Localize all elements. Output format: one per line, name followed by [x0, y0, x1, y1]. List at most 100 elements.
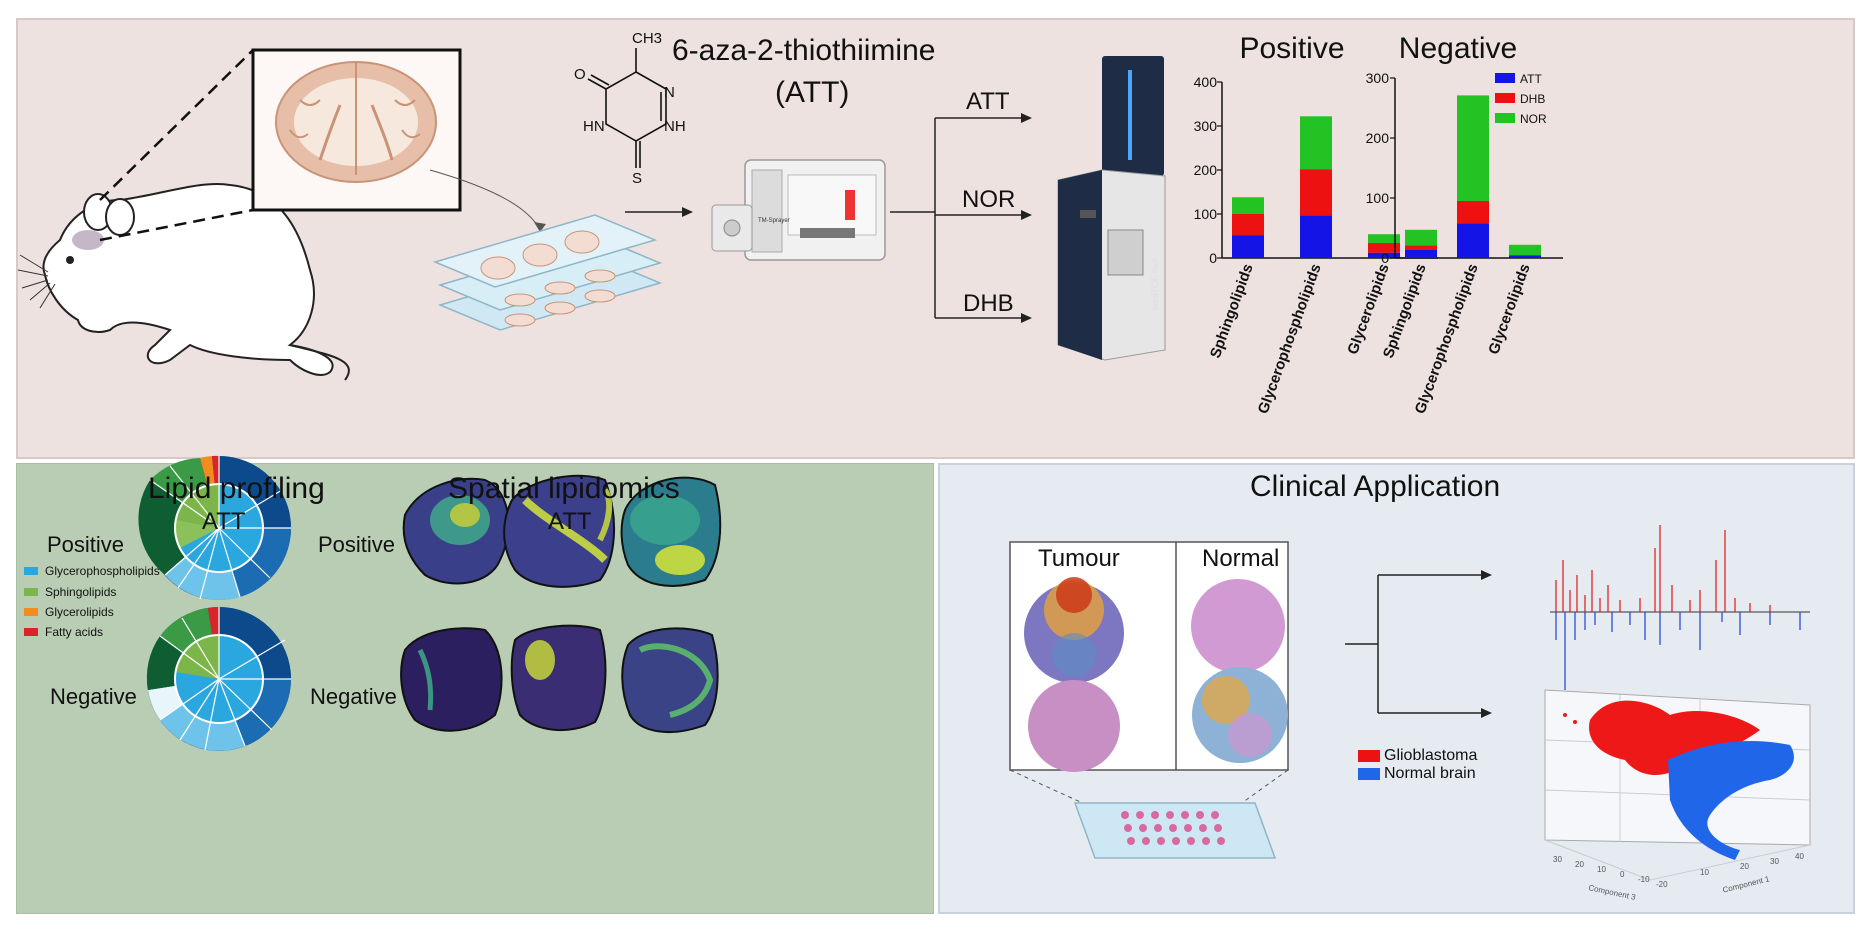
bar-0-2-0 — [1368, 252, 1400, 258]
rat-eye — [66, 256, 74, 264]
rat-brain-highlight — [72, 230, 104, 250]
legend-sphingolipids: Sphingolipids — [45, 585, 117, 599]
lipid-legend-swatches — [24, 567, 38, 636]
atom-n: N — [664, 84, 675, 101]
legend-normal-brain: Normal brain — [1384, 765, 1476, 782]
bar-0-1-2 — [1300, 116, 1332, 170]
scatter-3d — [1544, 689, 1811, 881]
chart-ytick-label-0-1: 100 — [1194, 206, 1218, 222]
chart-ytick-label-0-3: 300 — [1194, 118, 1218, 134]
chart-legend-label-1-1: DHB — [1520, 92, 1545, 106]
legend-fatty-acids: Fatty acids — [45, 625, 104, 639]
row-label-negative-right: Negative — [310, 684, 397, 709]
brain-coronal-section — [275, 61, 437, 183]
scatter-tick-2: 10 — [1597, 865, 1606, 874]
legend-swatches — [1358, 750, 1380, 780]
bar-0-2-2 — [1368, 234, 1400, 244]
bar-1-1-2 — [1457, 95, 1489, 201]
branch-nor: NOR — [962, 186, 1016, 213]
bar-1-1-0 — [1457, 223, 1489, 258]
clinical-branch-arrows — [1345, 574, 1488, 714]
scatter-tick-4: -10 — [1638, 875, 1650, 884]
bar-0-0-1 — [1232, 214, 1264, 236]
branch-arrow-heads — [1021, 113, 1032, 323]
chart-ytick-label-1-0: 0 — [1381, 250, 1389, 266]
clinical-arrow-heads — [1481, 570, 1492, 718]
scatter-tick-8: 30 — [1770, 857, 1779, 866]
spatial-lipidomics-subtitle: ATT — [548, 508, 592, 535]
chart-ytick-label-1-3: 300 — [1366, 70, 1390, 86]
lipid-profiling-title: Lipid profiling — [148, 472, 325, 505]
rat-whiskers — [17, 254, 56, 309]
spatial-highlights — [417, 488, 714, 718]
clinical-title: Clinical Application — [1250, 470, 1501, 503]
branch-att: ATT — [966, 88, 1010, 115]
row-label-negative-left: Negative — [50, 684, 137, 709]
molecule-name: 6-aza-2-thiothiimine — [672, 34, 936, 67]
bar-0-0-2 — [1232, 197, 1264, 214]
tma-slide — [1073, 802, 1277, 859]
chart-legend-label-1-2: NOR — [1520, 112, 1547, 126]
arrow-to-sprayer-head — [682, 207, 693, 217]
chart-title-1: Negative — [1399, 32, 1517, 65]
bar-1-0-2 — [1405, 229, 1437, 246]
atom-nh: NH — [664, 118, 686, 135]
chart-ytick-label-0-4: 400 — [1194, 74, 1218, 90]
spatial-lipidomics-title: Spatial lipidomics — [448, 472, 680, 505]
scatter-tick-0: 30 — [1553, 855, 1562, 864]
scatter-tick-7: 20 — [1740, 862, 1749, 871]
bar-1-0-1 — [1405, 245, 1437, 250]
scatter-tick-3: 0 — [1620, 870, 1625, 879]
bar-1-2-1 — [1509, 255, 1541, 256]
legend-glycerophospholipids: Glycerophospholipids — [45, 564, 160, 578]
branch-arrows — [890, 117, 1028, 319]
zoom-lines — [99, 49, 254, 242]
legend-glycerolipids: Glycerolipids — [45, 605, 114, 619]
slice-arrow-head — [534, 222, 546, 232]
chart-ytick-label-0-0: 0 — [1209, 250, 1217, 266]
att-molecule — [587, 48, 667, 168]
bar-1-2-2 — [1509, 244, 1541, 255]
sunburst-negative — [146, 607, 291, 751]
branch-dhb: DHB — [963, 290, 1014, 317]
chart-legend-label-1-0: ATT — [1520, 72, 1542, 86]
bar-1-0-0 — [1405, 249, 1437, 258]
chart-ytick-label-1-1: 100 — [1366, 190, 1390, 206]
lipid-profiling-subtitle: ATT — [202, 508, 246, 535]
bar-0-0-0 — [1232, 235, 1264, 258]
atom-s: S — [632, 170, 643, 187]
chart-ytick-label-0-2: 200 — [1194, 162, 1218, 178]
bar-1-2-0 — [1509, 255, 1541, 258]
atom-hn: HN — [583, 118, 605, 135]
scatter-tick-9: 40 — [1795, 852, 1804, 861]
normal-label: Normal — [1202, 545, 1280, 572]
glass-slides — [432, 214, 663, 331]
mass-spectrometer — [1057, 56, 1166, 361]
legend-glioblastoma: Glioblastoma — [1384, 747, 1478, 764]
atom-o: O — [574, 66, 586, 83]
sunburst-positive — [138, 455, 292, 600]
tm-sprayer-device — [711, 159, 886, 261]
molecule-abbrev: (ATT) — [775, 76, 850, 109]
sprayer-label: TM-Sprayer — [758, 218, 790, 224]
chart-legend-swatch-1-2 — [1495, 113, 1515, 123]
bar-0-1-0 — [1300, 215, 1332, 258]
scatter-tick-6: 10 — [1700, 868, 1709, 877]
bar-1-1-1 — [1457, 201, 1489, 224]
mirror-spectrum — [1550, 525, 1810, 690]
tma-cores — [1024, 577, 1288, 772]
tumour-label: Tumour — [1038, 545, 1120, 572]
scatter-tick-5: -20 — [1656, 880, 1668, 889]
chart-ytick-label-1-2: 200 — [1366, 130, 1390, 146]
scatter-tick-1: 20 — [1575, 860, 1584, 869]
chart-title-0: Positive — [1239, 32, 1344, 65]
chart-legend-swatch-1-1 — [1495, 93, 1515, 103]
row-label-positive-right: Positive — [318, 532, 396, 557]
row-label-positive-left: Positive — [47, 532, 125, 557]
bar-0-1-1 — [1300, 169, 1332, 216]
atom-methyl: CH3 — [632, 30, 663, 47]
